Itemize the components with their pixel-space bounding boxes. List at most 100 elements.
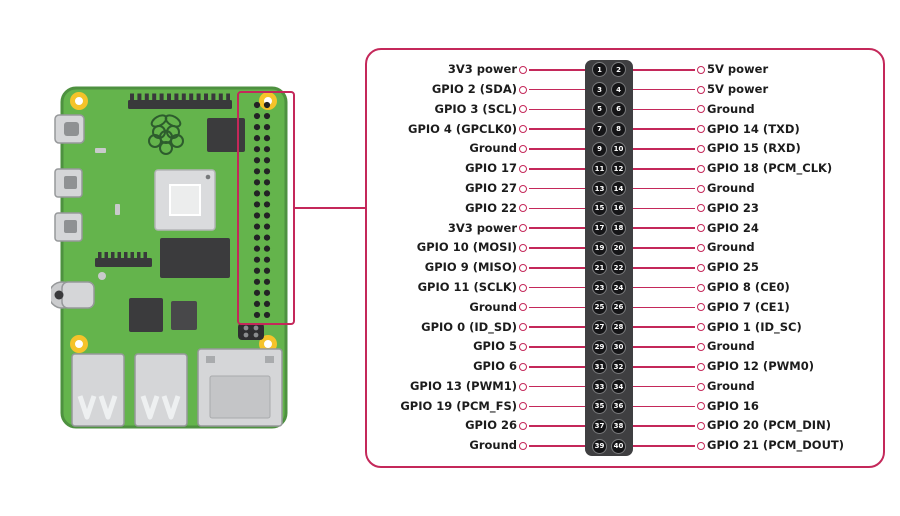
wire-right xyxy=(633,306,695,309)
pin-label-left: 3V3 power xyxy=(447,62,517,77)
pin-circle-even: 18 xyxy=(611,220,626,236)
passive-components xyxy=(95,148,120,280)
pin-label-left: GPIO 5 xyxy=(473,339,517,354)
pin-label-right: GPIO 8 (CE0) xyxy=(707,279,790,294)
pin-circle-odd: 29 xyxy=(592,339,607,355)
pin-pair: 3 4 xyxy=(585,82,633,98)
pin-circle-even: 40 xyxy=(611,438,626,454)
callout-connector-line xyxy=(294,207,365,209)
pin-pair: 25 26 xyxy=(585,299,633,315)
pin-circle-odd: 25 xyxy=(592,299,607,315)
wire-node-left-icon xyxy=(519,125,527,134)
wire-right xyxy=(633,366,695,368)
pin-label-left: 3V3 power xyxy=(447,220,517,235)
pin-label-right: GPIO 12 (PWM0) xyxy=(707,359,815,374)
raspberry-pi-board xyxy=(51,86,295,429)
wire-node-left-icon xyxy=(519,303,527,312)
wire-left xyxy=(529,69,585,71)
pin-row: GPIO 10 (MOSI) 19 20 Ground xyxy=(367,238,883,258)
wire-right xyxy=(633,207,695,210)
display-connector xyxy=(128,93,232,109)
pin-row: GPIO 9 (MISO) 21 22 GPIO 25 xyxy=(367,258,883,278)
pin-pair: 39 40 xyxy=(585,438,633,454)
wire-right xyxy=(633,385,695,388)
pin-label-left: Ground xyxy=(469,438,517,453)
wire-node-left-icon xyxy=(519,105,527,114)
pin-row: Ground 39 40 GPIO 21 (PCM_DOUT) xyxy=(367,436,883,456)
wire-right xyxy=(633,247,695,249)
pin-label-left: GPIO 0 (ID_SD) xyxy=(421,319,517,334)
pin-circle-odd: 13 xyxy=(592,181,607,197)
pin-circle-even: 38 xyxy=(611,418,626,434)
wire-node-right-icon xyxy=(697,422,705,431)
wire-left xyxy=(529,108,585,111)
pin-label-right: Ground xyxy=(707,101,755,116)
wire-node-left-icon xyxy=(519,65,527,74)
wire-left xyxy=(529,306,585,309)
pin-circle-even: 26 xyxy=(611,299,626,315)
pin-circle-odd: 27 xyxy=(592,319,607,335)
pin-row: GPIO 5 29 30 Ground xyxy=(367,337,883,357)
pin-row: GPIO 6 31 32 GPIO 12 (PWM0) xyxy=(367,357,883,377)
pin-label-right: GPIO 25 xyxy=(707,260,759,275)
pin-circle-odd: 5 xyxy=(592,101,607,117)
pin-label-right: GPIO 20 (PCM_DIN) xyxy=(707,418,831,433)
pin-label-right: 5V power xyxy=(707,81,769,96)
pin-pair: 17 18 xyxy=(585,220,633,236)
small-chip xyxy=(171,301,197,330)
pin-pair: 31 32 xyxy=(585,359,633,375)
usb-port-1 xyxy=(134,353,188,427)
pin-circle-even: 2 xyxy=(611,62,626,78)
wire-node-left-icon xyxy=(519,145,527,154)
pin-label-right: GPIO 18 (PCM_CLK) xyxy=(707,161,833,176)
pin-label-left: GPIO 9 (MISO) xyxy=(424,260,517,275)
pin-pair: 37 38 xyxy=(585,418,633,434)
wire-node-left-icon xyxy=(519,184,527,193)
usb-port-0 xyxy=(71,353,125,427)
wire-node-right-icon xyxy=(697,323,705,332)
pin-pair: 27 28 xyxy=(585,319,633,335)
pin-circle-odd: 31 xyxy=(592,359,607,375)
wire-left xyxy=(529,267,585,269)
ethernet-port xyxy=(197,348,283,427)
pin-pair: 21 22 xyxy=(585,260,633,276)
pin-row: GPIO 26 37 38 GPIO 20 (PCM_DIN) xyxy=(367,416,883,436)
pin-row: GPIO 0 (ID_SD) 27 28 GPIO 1 (ID_SC) xyxy=(367,317,883,337)
wire-node-right-icon xyxy=(697,303,705,312)
wire-left xyxy=(529,207,585,210)
pin-label-left: GPIO 19 (PCM_FS) xyxy=(400,398,517,413)
wire-left xyxy=(529,148,585,150)
pin-circle-even: 10 xyxy=(611,141,626,157)
wire-right xyxy=(633,227,695,230)
pin-pair: 23 24 xyxy=(585,280,633,296)
wire-right xyxy=(633,425,695,428)
wire-node-left-icon xyxy=(519,343,527,352)
wire-left xyxy=(529,326,585,329)
pin-pair: 15 16 xyxy=(585,200,633,216)
pin-row: GPIO 13 (PWM1) 33 34 Ground xyxy=(367,377,883,397)
pin-pair: 11 12 xyxy=(585,161,633,177)
pin-label-right: Ground xyxy=(707,339,755,354)
pin-circle-odd: 17 xyxy=(592,220,607,236)
pin-circle-even: 6 xyxy=(611,101,626,117)
wire-left xyxy=(529,187,585,190)
wire-left xyxy=(529,346,585,348)
pin-label-left: GPIO 11 (SCLK) xyxy=(417,279,517,294)
wire-right xyxy=(633,128,695,131)
pin-label-left: GPIO 10 (MOSI) xyxy=(416,240,517,255)
pin-label-left: GPIO 22 xyxy=(465,200,517,215)
pin-circle-odd: 19 xyxy=(592,240,607,256)
wire-node-left-icon xyxy=(519,263,527,272)
pin-pair: 7 8 xyxy=(585,121,633,137)
wire-right xyxy=(633,88,695,91)
pin-label-right: GPIO 16 xyxy=(707,398,759,413)
pin-circle-even: 4 xyxy=(611,82,626,98)
wire-left xyxy=(529,425,585,428)
wire-node-left-icon xyxy=(519,382,527,391)
wire-node-right-icon xyxy=(697,164,705,173)
pin-label-left: GPIO 3 (SCL) xyxy=(434,101,518,116)
usb-c-port xyxy=(54,114,85,144)
poe-header xyxy=(238,323,264,340)
wire-node-right-icon xyxy=(697,442,705,451)
usb-controller-chip xyxy=(129,298,163,332)
